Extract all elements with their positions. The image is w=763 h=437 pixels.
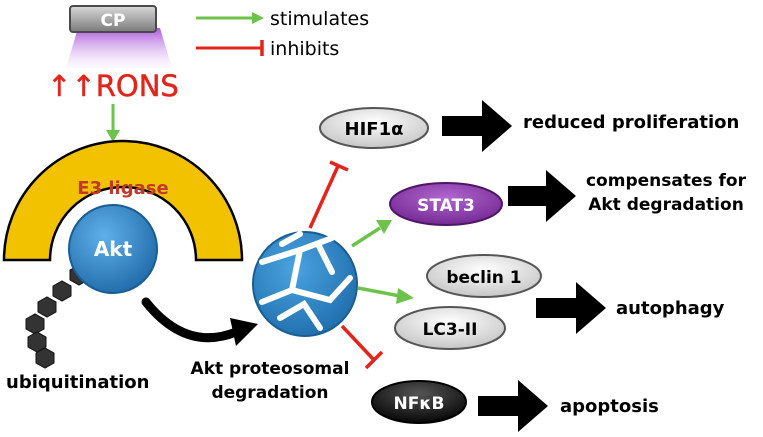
rons-to-ligase-arrow (106, 104, 120, 142)
stimulate-autophagy-connector (357, 286, 414, 304)
lc3-node: LC3-II (394, 306, 506, 350)
outcome-arrow-apoptosis (478, 380, 548, 432)
outcome-compensation-line2: Akt degradation (588, 195, 744, 215)
e3-ligase-shape (2, 139, 244, 262)
outcome-compensation-line1: compensates for (586, 171, 747, 191)
akt-label: Akt (94, 237, 133, 261)
e3-ligase: E3 ligase (2, 139, 244, 262)
beclin1-node: beclin 1 (426, 254, 542, 298)
legend-inhibits: inhibits (270, 38, 339, 60)
nfkb-node: NFκB (371, 380, 467, 424)
outcome-proliferation: reduced proliferation (523, 112, 739, 133)
proteasome-icon (252, 231, 358, 337)
ubiquitin-unit (37, 296, 57, 318)
cp-label: CP (101, 11, 126, 31)
legend-stimulates: stimulates (270, 8, 369, 30)
cp-source: CP (66, 5, 172, 68)
e3-ligase-label: E3 ligase (77, 178, 168, 199)
hif1a-node: HIF1α (319, 107, 429, 149)
rons-up-arrows: ↑↑ (47, 69, 96, 103)
akt-protein: Akt (68, 204, 158, 294)
plasma-beam (66, 28, 172, 68)
outcome-arrow-proliferation (442, 100, 512, 152)
outcome-apoptosis: apoptosis (560, 396, 659, 417)
stat3-node: STAT3 (389, 182, 503, 226)
inhibit-hif1a-connector (308, 160, 349, 229)
lc3-label: LC3-II (423, 320, 478, 340)
rons-label: ↑↑RONS (47, 69, 179, 104)
ubiquitination-label: ubiquitination (6, 372, 149, 393)
hif1a-label: HIF1α (345, 119, 404, 140)
stimulates-arrowhead-icon (252, 12, 264, 24)
outcome-arrow-compensation (508, 170, 576, 222)
inhibit-nfkb-connector (340, 324, 384, 370)
cp-device (69, 5, 157, 33)
stimulate-stat3-connector (351, 220, 392, 248)
akt-circle (68, 204, 158, 294)
degradation-arrow (141, 297, 258, 346)
beclin1-label: beclin 1 (446, 268, 521, 288)
nfkb-label: NFκB (394, 394, 445, 414)
degradation-caption: Akt proteosomal degradation (191, 359, 350, 403)
rons-text: RONS (96, 69, 179, 103)
ubiquitin-unit (25, 313, 45, 335)
degradation-line2: degradation (211, 383, 328, 403)
ubiquitin-unit (35, 347, 55, 369)
legend: stimulates inhibits (196, 8, 369, 60)
svg-text:↑↑RONS: ↑↑RONS (47, 69, 179, 103)
ubiquitin-unit (52, 280, 72, 302)
outcome-arrow-autophagy (536, 282, 606, 334)
outcome-autophagy: autophagy (616, 298, 725, 319)
degradation-line1: Akt proteosomal (191, 359, 350, 379)
ubiquitin-chain (25, 264, 89, 369)
stat3-label: STAT3 (417, 196, 475, 216)
ubiquitin-unit (27, 331, 47, 353)
